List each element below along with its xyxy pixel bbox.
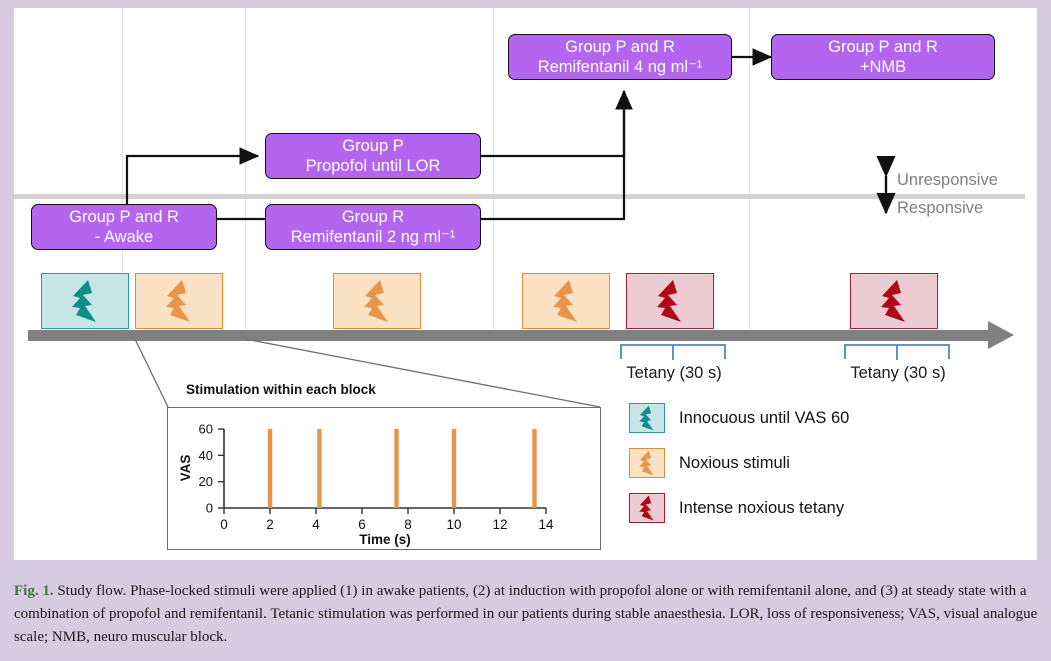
flow-box-remifentanil-2-line-1: Group R (341, 208, 405, 226)
column-divider-1 (122, 8, 123, 330)
responsiveness-boundary-line (14, 194, 1025, 199)
vas-spike (451, 429, 457, 508)
flow-box-awake[interactable]: Group P and R - Awake (31, 204, 217, 250)
svg-text:0: 0 (220, 517, 228, 532)
legend-label-innocuous: Innocuous until VAS 60 (679, 408, 850, 427)
stimulus-block-1[interactable] (41, 273, 129, 329)
legend-item-tetany: Intense noxious tetany (629, 493, 844, 523)
column-divider-3 (493, 8, 494, 330)
vas-spike (394, 429, 399, 508)
svg-text:6: 6 (358, 517, 366, 532)
svg-text:20: 20 (199, 474, 213, 489)
lightning-bolt-icon (553, 280, 577, 322)
flow-box-propofol-line-1: Group P (342, 137, 404, 155)
svg-text:2: 2 (266, 517, 274, 532)
timeline-arrow-head (988, 321, 1014, 349)
stimulus-block-3[interactable] (333, 273, 421, 329)
figure-caption-text: Study flow. Phase-locked stimuli were ap… (14, 583, 1038, 645)
svg-text:VAS: VAS (178, 455, 193, 482)
svg-text:60: 60 (199, 422, 213, 437)
stimulus-block-6[interactable] (850, 273, 938, 329)
inset-chart-title: Stimulation within each block (186, 382, 376, 397)
lightning-bolt-icon (639, 450, 654, 476)
flow-box-remifentanil-4-line-2: Remifentanil 4 ng ml⁻¹ (537, 58, 703, 76)
lightning-bolt-icon (881, 280, 905, 322)
legend-swatch-innocuous (629, 403, 665, 433)
legend-item-noxious: Noxious stimuli (629, 448, 790, 478)
stimulus-block-4[interactable] (522, 273, 610, 329)
lightning-bolt-icon (364, 280, 388, 322)
tetany-bracket-1 (620, 344, 726, 360)
flow-box-remifentanil-4[interactable]: Group P and R Remifentanil 4 ng ml⁻¹ (508, 34, 732, 80)
flow-box-awake-line-2: - Awake (94, 228, 154, 246)
timeline-arrow-shaft (28, 330, 988, 341)
legend-swatch-tetany (629, 493, 665, 523)
flow-box-awake-line-1: Group P and R (69, 208, 179, 226)
flow-box-remifentanil-4-line-1: Group P and R (565, 38, 675, 56)
flow-box-nmb[interactable]: Group P and R +NMB (771, 34, 995, 80)
vas-spike (317, 429, 322, 508)
stimulus-block-5[interactable] (626, 273, 714, 329)
figure-caption-label: Fig. 1. (14, 583, 54, 599)
svg-text:0: 0 (206, 501, 213, 516)
flow-box-propofol[interactable]: Group P Propofol until LOR (265, 133, 481, 179)
svg-text:8: 8 (404, 517, 412, 532)
column-divider-2 (245, 8, 246, 330)
lightning-bolt-icon (639, 405, 654, 431)
tetany-bracket-2 (844, 344, 950, 360)
legend-label-noxious: Noxious stimuli (679, 453, 790, 472)
svg-text:40: 40 (199, 448, 213, 463)
svg-text:12: 12 (492, 517, 507, 532)
flow-box-propofol-line-2: Propofol until LOR (305, 157, 441, 175)
legend-swatch-noxious (629, 448, 665, 478)
tetany-label-1: Tetany (30 s) (626, 364, 722, 382)
flow-box-remifentanil-2[interactable]: Group R Remifentanil 2 ng ml⁻¹ (265, 204, 481, 250)
vas-stimulation-chart: 0 20 40 60 0 2 4 6 8 10 12 14 Time (s) VAS (178, 422, 554, 548)
flow-box-remifentanil-2-line-2: Remifentanil 2 ng ml⁻¹ (290, 228, 456, 246)
svg-text:4: 4 (312, 517, 320, 532)
inset-chart-panel: 0 20 40 60 0 2 4 6 8 10 12 14 Time (s) VAS (167, 407, 601, 550)
unresponsive-label: Unresponsive (897, 171, 998, 189)
lightning-bolt-icon (72, 280, 96, 322)
svg-text:10: 10 (446, 517, 461, 532)
responsive-label: Responsive (897, 199, 984, 217)
vas-spike (267, 429, 273, 508)
lightning-bolt-icon (166, 280, 190, 322)
figure-caption: Fig. 1. Study flow. Phase-locked stimuli… (14, 580, 1040, 649)
stimulus-block-2[interactable] (135, 273, 223, 329)
figure-canvas: Group P and R - Awake Group P Propofol u… (14, 8, 1037, 560)
tetany-label-2: Tetany (30 s) (850, 364, 946, 382)
flow-box-nmb-line-1: Group P and R (828, 38, 938, 56)
inset-callout-lines (134, 338, 601, 408)
flow-box-nmb-line-2: +NMB (859, 58, 907, 76)
lightning-bolt-icon (657, 280, 681, 322)
column-divider-4 (749, 8, 750, 330)
lightning-bolt-icon (639, 495, 654, 521)
flow-connectors (125, 48, 896, 221)
svg-text:14: 14 (538, 517, 554, 532)
legend-label-tetany: Intense noxious tetany (679, 498, 845, 517)
svg-text:Time (s): Time (s) (359, 532, 411, 547)
legend-item-innocuous: Innocuous until VAS 60 (629, 403, 849, 433)
vas-spike (532, 429, 537, 508)
